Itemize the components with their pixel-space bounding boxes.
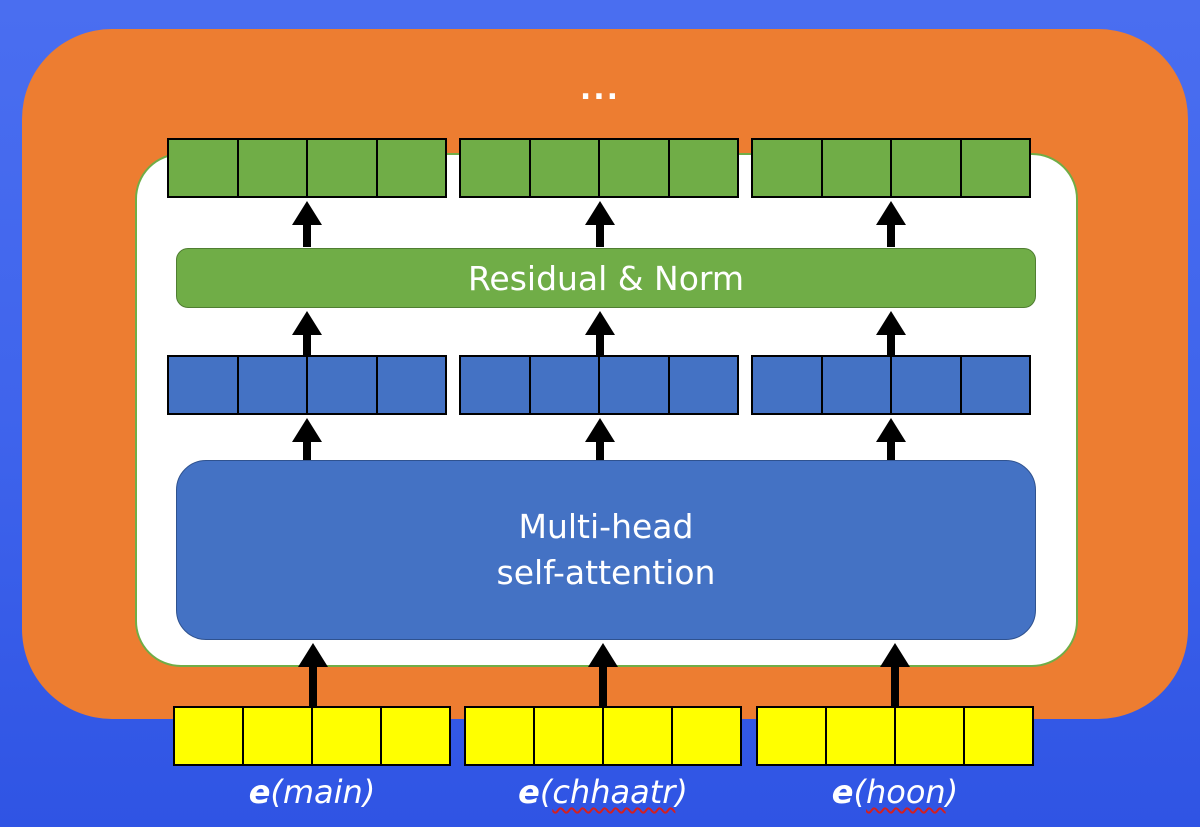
vector-cell bbox=[600, 357, 670, 415]
vector-cell bbox=[308, 357, 378, 415]
input-embedding-vector-1 bbox=[173, 706, 451, 766]
multi-head-self-attention-block: Multi-head self-attention bbox=[176, 460, 1036, 640]
vector-cell bbox=[530, 140, 600, 198]
input-word: hoon bbox=[865, 773, 946, 811]
up-arrow-icon bbox=[876, 418, 906, 460]
stacked-layers-ellipsis: ... bbox=[579, 72, 621, 107]
vector-cell bbox=[382, 708, 451, 766]
vector-cell bbox=[669, 357, 739, 415]
vector-cell bbox=[961, 140, 1031, 198]
vector-cell bbox=[308, 140, 378, 198]
vector-cell bbox=[961, 357, 1031, 415]
vector-cell bbox=[892, 357, 962, 415]
up-arrow-icon bbox=[292, 418, 322, 460]
vector-cell bbox=[673, 708, 742, 766]
vector-cell bbox=[244, 708, 313, 766]
paren-close: ) bbox=[945, 773, 959, 811]
paren-open: ( bbox=[539, 773, 553, 811]
vector-cell bbox=[169, 140, 239, 198]
output-vector-1 bbox=[167, 138, 447, 198]
attention-label-line-2: self-attention bbox=[496, 553, 716, 592]
output-vector-2 bbox=[459, 138, 739, 198]
vector-cell bbox=[753, 140, 823, 198]
vector-cell bbox=[175, 708, 244, 766]
vector-cell bbox=[530, 357, 600, 415]
vector-cell bbox=[313, 708, 382, 766]
residual-norm-label: Residual & Norm bbox=[467, 258, 745, 298]
vector-cell bbox=[466, 708, 535, 766]
vector-cell bbox=[600, 140, 670, 198]
vector-cell bbox=[753, 357, 823, 415]
vector-cell bbox=[377, 140, 447, 198]
output-vector-3 bbox=[751, 138, 1031, 198]
vector-cell bbox=[669, 140, 739, 198]
up-arrow-icon bbox=[880, 643, 910, 707]
vector-cell bbox=[827, 708, 896, 766]
attention-output-vector-1 bbox=[167, 355, 447, 415]
vector-cell bbox=[461, 357, 531, 415]
up-arrow-icon bbox=[585, 311, 615, 355]
residual-norm-block: Residual & Norm bbox=[176, 248, 1036, 308]
up-arrow-icon bbox=[298, 643, 328, 707]
vector-cell bbox=[169, 357, 239, 415]
vector-cell bbox=[238, 140, 308, 198]
vector-cell bbox=[965, 708, 1034, 766]
vector-cell bbox=[604, 708, 673, 766]
up-arrow-icon bbox=[585, 201, 615, 247]
input-label-hoon: e(hoon) bbox=[756, 770, 1034, 814]
up-arrow-icon bbox=[292, 201, 322, 247]
paren-open: ( bbox=[270, 773, 283, 811]
paren-close: ) bbox=[675, 773, 688, 811]
embedding-fn: e bbox=[831, 773, 854, 811]
vector-cell bbox=[758, 708, 827, 766]
vector-cell bbox=[535, 708, 604, 766]
paren-close: ) bbox=[362, 773, 376, 811]
input-label-main: e(main) bbox=[173, 770, 451, 814]
vector-cell bbox=[822, 140, 892, 198]
input-embedding-vector-3 bbox=[756, 706, 1034, 766]
up-arrow-icon bbox=[876, 311, 906, 355]
up-arrow-icon bbox=[585, 418, 615, 460]
input-embedding-vector-2 bbox=[464, 706, 742, 766]
attention-label-line-1: Multi-head bbox=[518, 507, 694, 546]
paren-open: ( bbox=[853, 773, 866, 811]
vector-cell bbox=[377, 357, 447, 415]
vector-cell bbox=[896, 708, 965, 766]
input-label-chhaatr: e(chhaatr) bbox=[464, 770, 742, 814]
embedding-fn: e bbox=[248, 773, 271, 811]
vector-cell bbox=[461, 140, 531, 198]
up-arrow-icon bbox=[292, 311, 322, 355]
input-word: chhaatr bbox=[552, 773, 676, 811]
input-word: main bbox=[282, 773, 363, 811]
up-arrow-icon bbox=[876, 201, 906, 247]
up-arrow-icon bbox=[588, 643, 618, 707]
attention-output-vector-2 bbox=[459, 355, 739, 415]
vector-cell bbox=[822, 357, 892, 415]
vector-cell bbox=[892, 140, 962, 198]
embedding-fn: e bbox=[518, 773, 540, 811]
attention-output-vector-3 bbox=[751, 355, 1031, 415]
vector-cell bbox=[238, 357, 308, 415]
